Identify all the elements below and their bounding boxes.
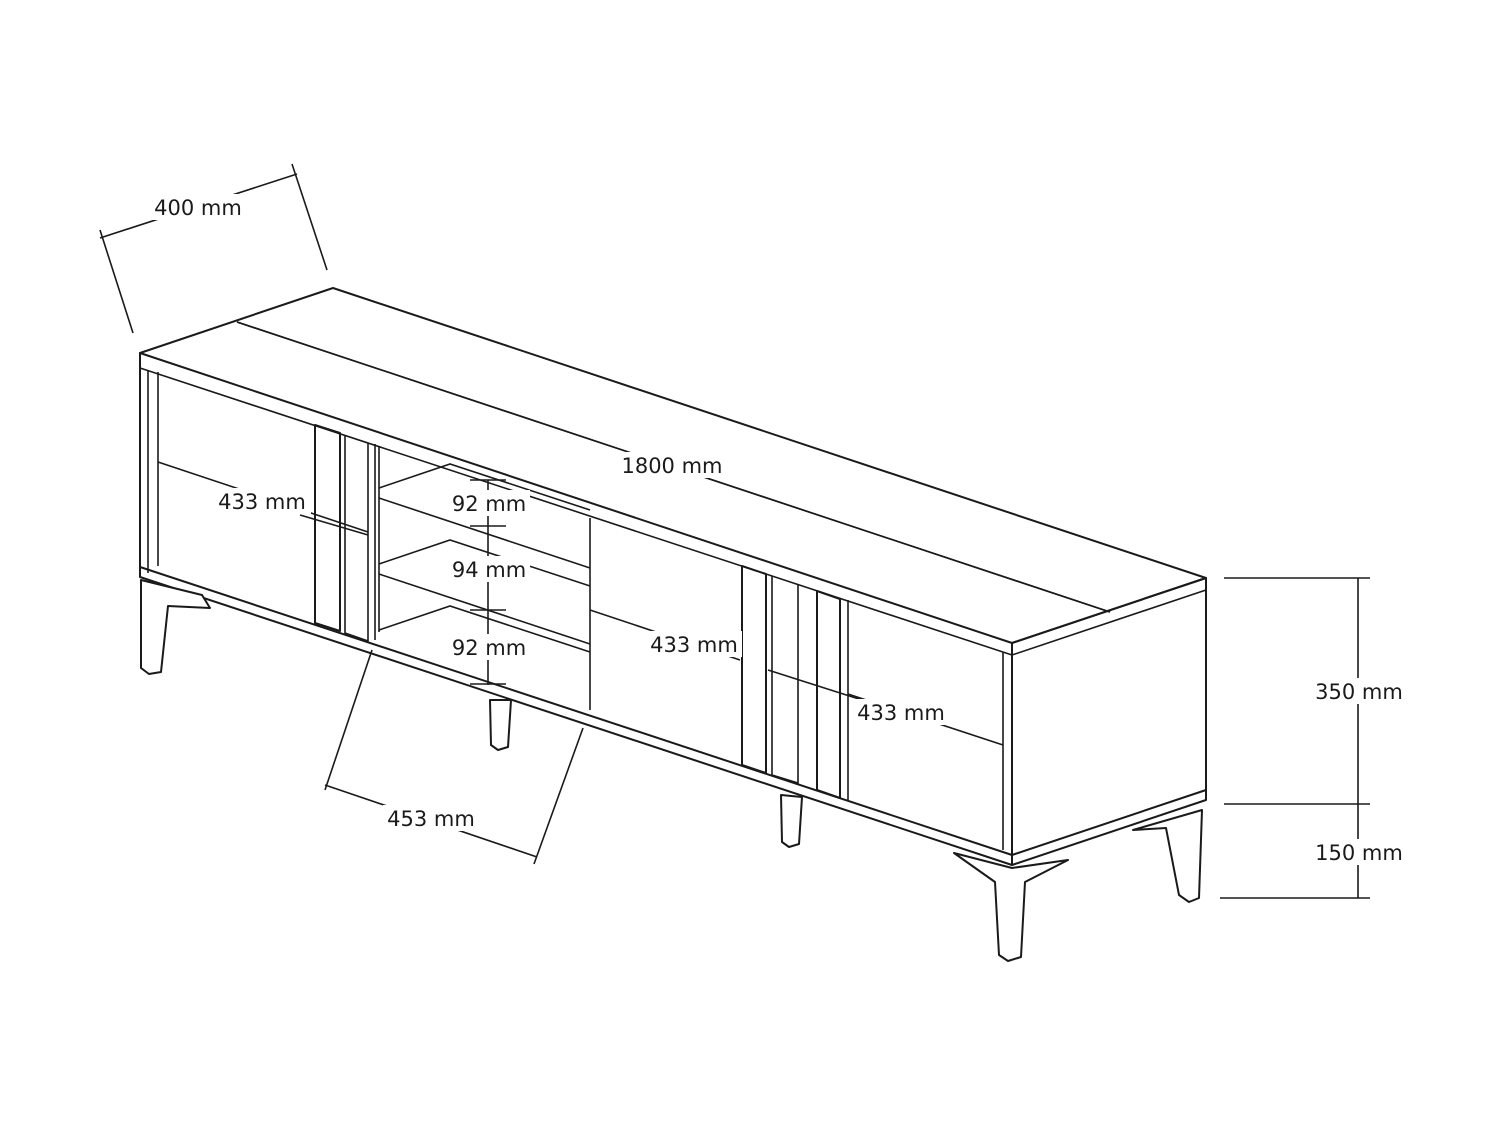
shelf-bottom-label: 92 mm: [452, 636, 526, 660]
legs: [140, 579, 1203, 962]
cabinet-side: [1011, 577, 1207, 866]
left-door-width-label: 433 mm: [218, 490, 306, 514]
right-door-width-label: 433 mm: [857, 701, 945, 725]
open-shelves: [378, 446, 591, 653]
body-height-label: 350 mm: [1315, 680, 1403, 704]
leg-spacing-label: 453 mm: [387, 807, 475, 831]
depth-label: 400 mm: [154, 196, 242, 220]
leg-height-label: 150 mm: [1315, 841, 1403, 865]
width-label: 1800 mm: [621, 454, 722, 478]
center-door-width-label: 433 mm: [650, 633, 738, 657]
cabinet-front: [139, 352, 1013, 866]
shelf-top-label: 92 mm: [452, 492, 526, 516]
dimension-labels: 400 mm 1800 mm 433 mm 92 mm 94 mm 92 mm …: [150, 194, 1407, 865]
shelf-mid-label: 94 mm: [452, 558, 526, 582]
